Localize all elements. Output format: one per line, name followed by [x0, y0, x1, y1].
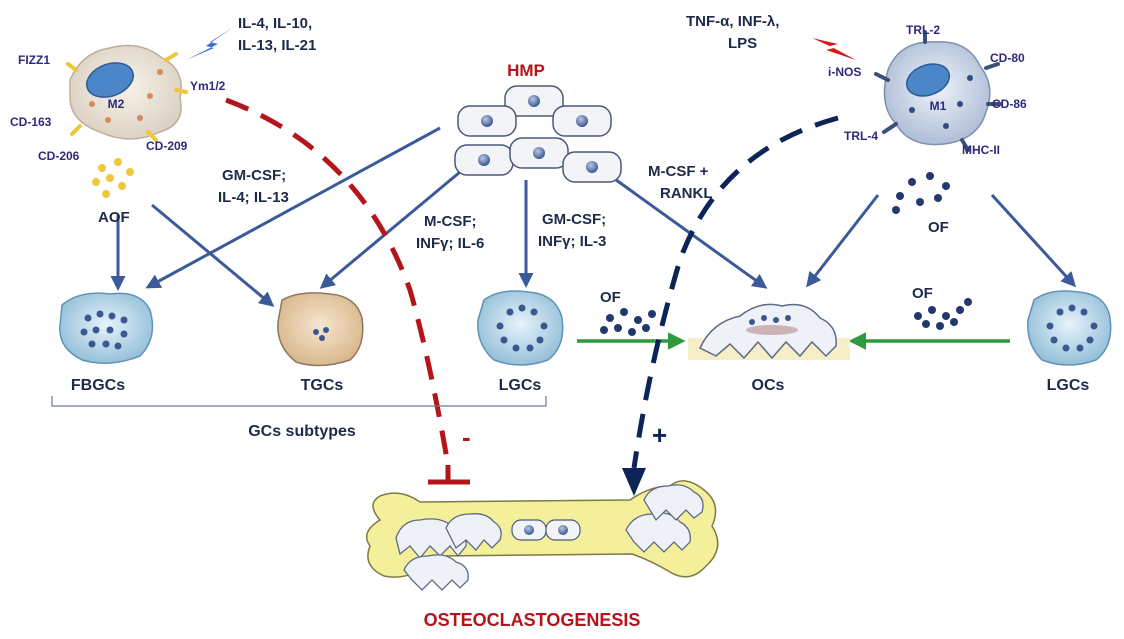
m1-marker-cd80: CD-80 [990, 51, 1025, 65]
blue-arrows [110, 126, 1077, 307]
promote-path [622, 115, 839, 496]
m2-macrophage [66, 44, 188, 142]
lightning-bolt-icon [186, 28, 232, 60]
aof-label: AOF [98, 209, 130, 226]
fbgc-cell [59, 292, 154, 364]
lgc-right-cell [1027, 290, 1112, 366]
hmp-label: HMP [507, 61, 545, 80]
gcs-subtypes-bracket [51, 396, 547, 407]
hmp-cell-cluster [454, 85, 622, 183]
m1-marker-cd86: CD-86 [992, 97, 1027, 111]
tgc-cell [277, 292, 364, 367]
bottom-title: OSTEOCLASTOGENESIS [424, 610, 641, 630]
m1-marker-mhcii: MHC-II [962, 143, 1000, 157]
m2-stimuli-line1: IL-4, IL-10, [238, 15, 312, 32]
labels: HMP IL-4, IL-10, IL-13, IL-21 TNF-α, INF… [10, 13, 1089, 630]
m2-marker-cd206: CD-206 [38, 149, 80, 163]
of-left-label: OF [600, 289, 621, 306]
minus-sign: - [462, 422, 471, 452]
oc-label: OCs [752, 377, 785, 394]
lgc-label: LGCs [499, 377, 542, 394]
tgc-label: TGCs [301, 377, 344, 394]
m2-label: M2 [108, 97, 125, 111]
fbgc-label: FBGCs [71, 377, 125, 394]
gcs-subtypes-label: GCs subtypes [248, 423, 356, 440]
lightning-bolt-icon [812, 38, 856, 60]
m2-stimuli-line2: IL-13, IL-21 [238, 37, 316, 54]
of-dots-right [914, 298, 972, 330]
m1-stimuli-line2: LPS [728, 35, 757, 52]
cytokines-oc-line1: M-CSF + [648, 163, 709, 180]
of-dots-left [600, 308, 656, 336]
m2-marker-fizz1: FIZZ1 [18, 53, 50, 67]
m1-label: M1 [930, 99, 947, 113]
of-dots-m1 [892, 172, 950, 214]
aof-dots [92, 158, 134, 198]
m1-marker-inos: i-NOS [828, 65, 861, 79]
m2-marker-ym: Ym1/2 [190, 79, 226, 93]
cytokines-fbgc-line1: GM-CSF; [222, 167, 286, 184]
m1-marker-trl4: TRL-4 [844, 129, 878, 143]
m1-marker-trl2: TRL-2 [906, 23, 940, 37]
m2-marker-cd163: CD-163 [10, 115, 52, 129]
of-right-label: OF [912, 285, 933, 302]
cytokines-oc-line2: RANKL [660, 185, 713, 202]
cytokines-fbgc-line2: IL-4; IL-13 [218, 189, 289, 206]
cytokines-lgc-line2: INFγ; IL-6 [416, 235, 484, 252]
lgc-cell [477, 290, 564, 366]
bone [365, 480, 719, 591]
plus-sign: + [652, 420, 667, 450]
inhibit-path [225, 97, 470, 485]
lgc-right-label: LGCs [1047, 377, 1090, 394]
m1-macrophage [874, 30, 1002, 152]
m2-marker-cd209: CD-209 [146, 139, 188, 153]
m1-stimuli-line1: TNF-α, INF-λ, [686, 13, 779, 30]
of-m1-label: OF [928, 219, 949, 236]
cytokines-lgc2-line1: GM-CSF; [542, 211, 606, 228]
cytokines-lgc2-line2: INFγ; IL-3 [538, 233, 606, 250]
oc-cell [688, 303, 850, 360]
cytokines-lgc-line1: M-CSF; [424, 213, 477, 230]
